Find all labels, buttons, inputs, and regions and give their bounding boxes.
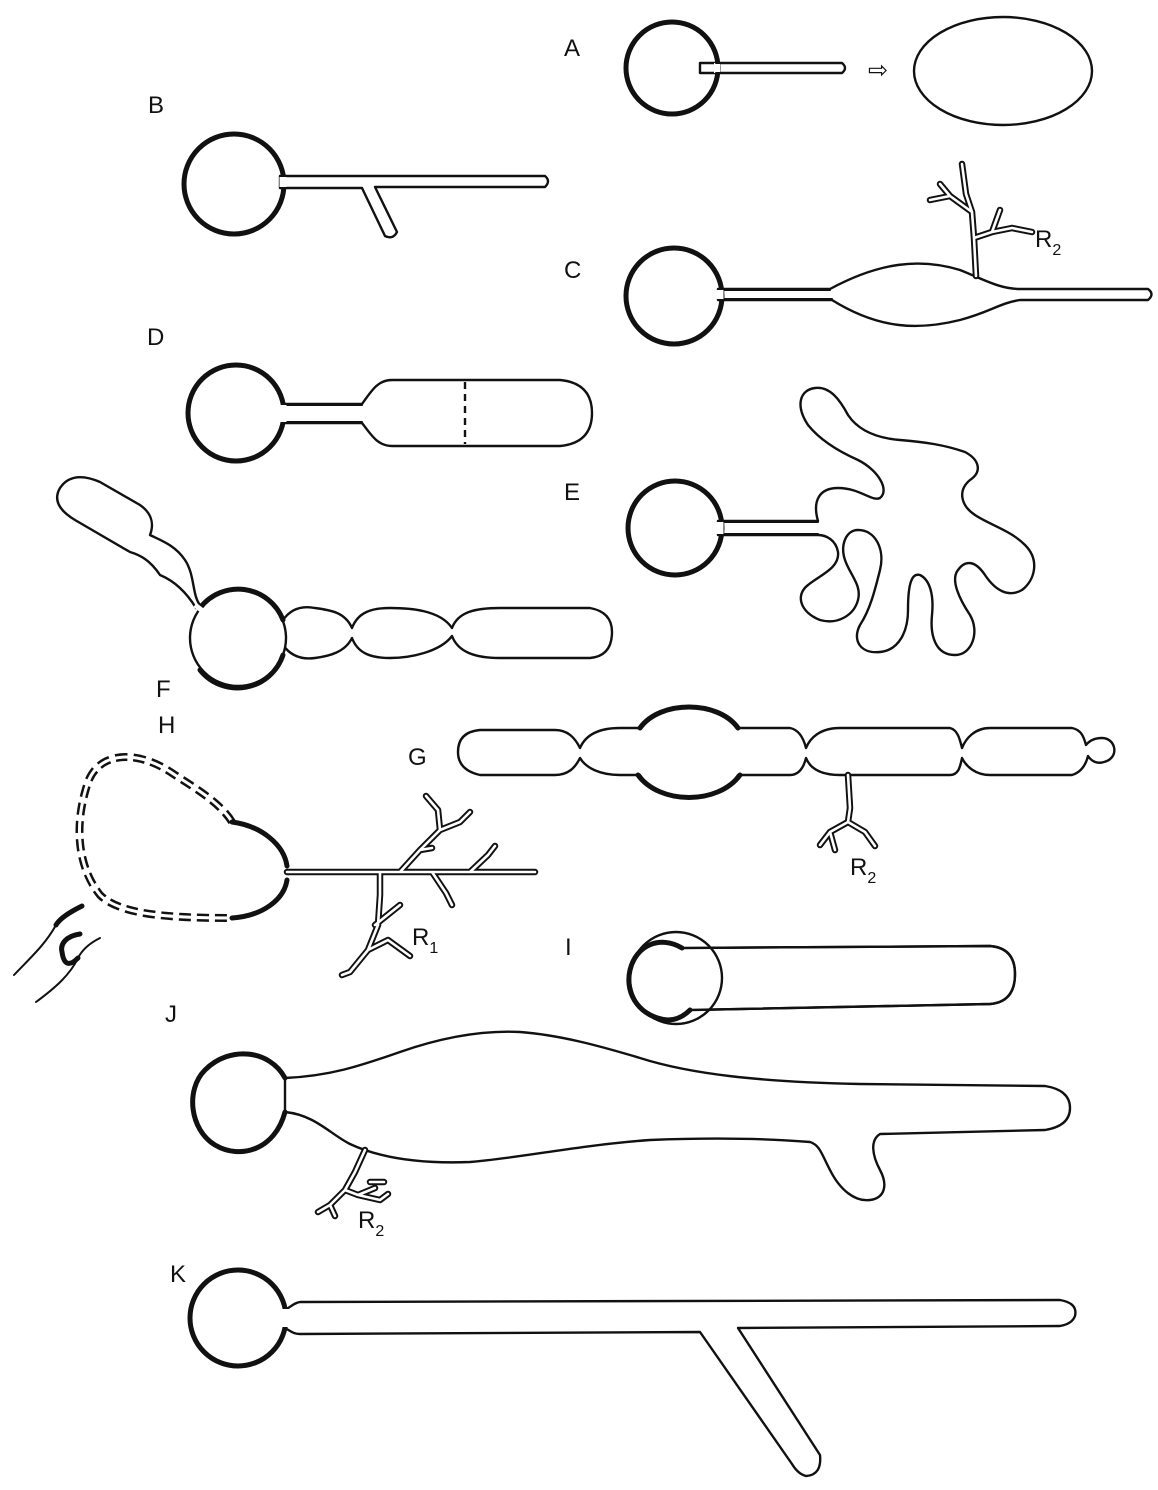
- germ-tube: [280, 176, 548, 237]
- rhizoid-system-r1: [287, 796, 535, 975]
- panel-d: D: [147, 324, 592, 461]
- panel-label-a: A: [564, 35, 580, 62]
- panel-label-d: D: [147, 324, 164, 351]
- germ-tube-vesicle: [285, 380, 592, 446]
- panel-label-g: G: [408, 744, 427, 771]
- swollen-germ-tube: [285, 1032, 1070, 1201]
- panel-label-k: K: [170, 1261, 186, 1288]
- panel-j: J R2: [165, 1001, 1070, 1240]
- panel-c: C R2: [564, 164, 1152, 344]
- panel-label-c: C: [564, 257, 581, 284]
- rhizoid-label-r2: R2: [1035, 226, 1061, 259]
- panel-i: I: [565, 932, 1015, 1024]
- panel-label-b: B: [148, 92, 164, 119]
- segmented-germ-tube: [458, 707, 1114, 798]
- germ-tube: [700, 63, 845, 73]
- ellipsoid-spore: [914, 17, 1092, 125]
- transform-arrow-icon: ⇨: [868, 57, 888, 84]
- panel-e: E: [564, 388, 1034, 655]
- spore-wall: [193, 1054, 285, 1152]
- panel-b: B: [148, 92, 548, 237]
- panel-label-h: H: [158, 712, 175, 739]
- rhizoid-label-r2: R2: [358, 1207, 384, 1240]
- broad-germ-tube: [682, 946, 1015, 1010]
- panel-g: G R2: [408, 707, 1114, 887]
- upper-vesicle-chain: [57, 477, 200, 608]
- presumed-spore-outline: [79, 757, 232, 918]
- spore-body: [184, 134, 284, 234]
- spore-body: [188, 365, 284, 461]
- panel-a: A ⇨: [564, 17, 1092, 125]
- rhizoid-label-r2: R2: [850, 854, 876, 887]
- panel-label-j: J: [165, 1001, 177, 1028]
- spore-body: [190, 1270, 286, 1366]
- swollen-germ-tube: [718, 264, 1152, 326]
- rhizoid-label-r1: R1: [412, 924, 438, 957]
- rhizoid-r2-j: [318, 1150, 388, 1216]
- segmented-germ-tube: [283, 607, 612, 658]
- wall-detail-inset: [14, 906, 100, 1002]
- panel-label-f: F: [156, 676, 171, 703]
- rhizoid-r2-c: [930, 164, 1032, 276]
- spore-wall-remnant: [232, 822, 287, 918]
- spore-body: [628, 481, 722, 575]
- panel-f: F: [57, 477, 612, 703]
- panel-label-i: I: [565, 934, 572, 961]
- branched-germ-tube: [285, 1300, 1075, 1476]
- panel-label-e: E: [564, 479, 580, 506]
- spore-body: [626, 248, 722, 344]
- panel-k: K: [170, 1261, 1075, 1476]
- panel-h: H R1: [14, 712, 535, 1002]
- rhizoid-r2-g: [820, 775, 875, 850]
